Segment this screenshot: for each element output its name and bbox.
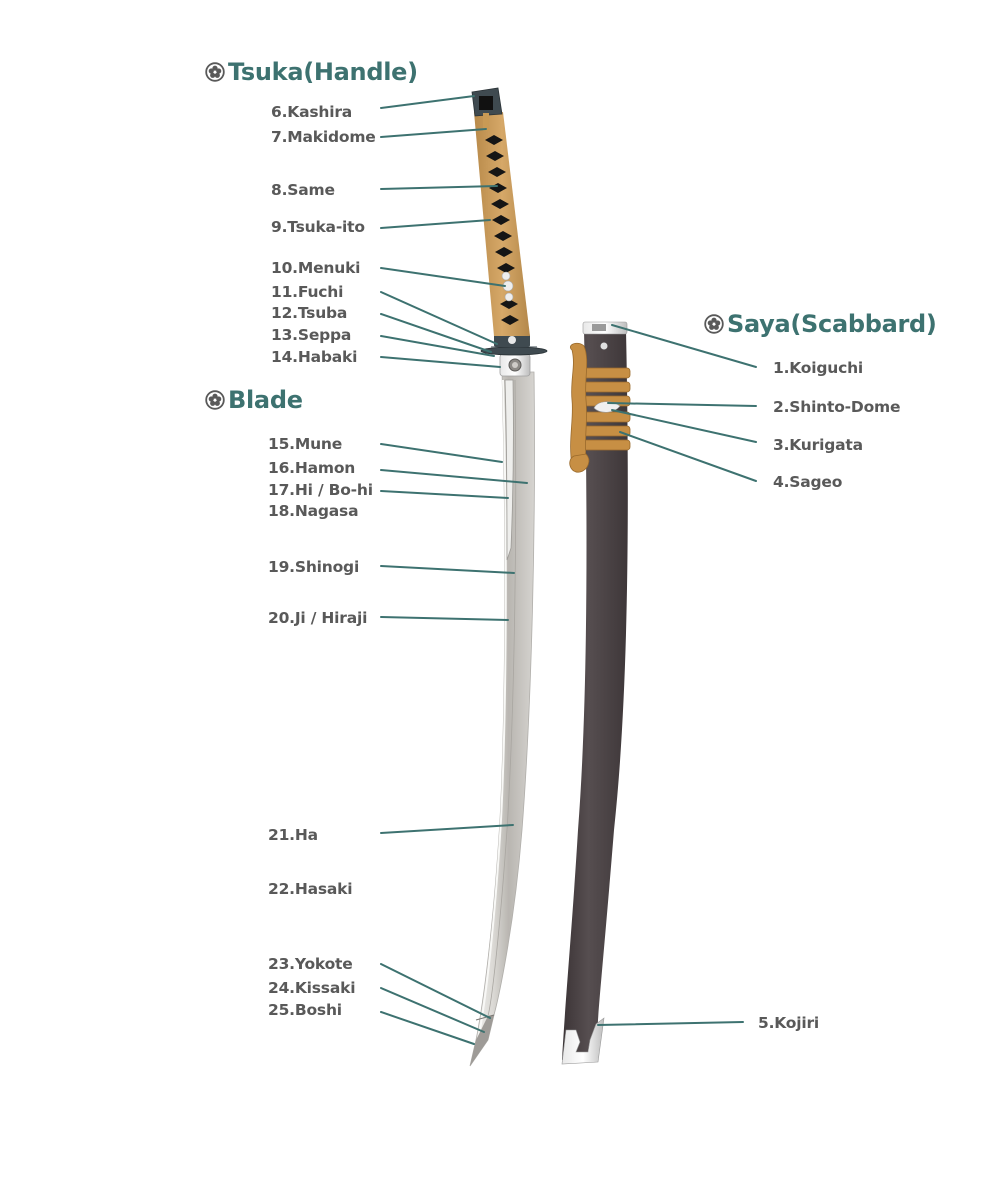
leader-hi — [380, 490, 509, 499]
label-habaki: 14.Habaki — [271, 348, 358, 366]
label-hi-bohi: 17.Hi / Bo-hi — [268, 481, 373, 499]
leader-hamon — [380, 469, 528, 484]
label-koiguchi: 1.Koiguchi — [773, 359, 864, 377]
section-title-text: Blade — [228, 386, 303, 414]
mon-crest-icon — [205, 390, 225, 410]
label-kojiri: 5.Kojiri — [758, 1014, 820, 1032]
label-kashira: 6.Kashira — [271, 103, 353, 121]
label-hasaki: 22.Hasaki — [268, 880, 353, 898]
leader-kashira — [380, 95, 475, 109]
label-nagasa: 18.Nagasa — [268, 502, 359, 520]
section-title-text: Tsuka(Handle) — [228, 58, 418, 86]
leader-tsuba — [380, 313, 492, 353]
leader-tsuka-ito — [380, 219, 491, 229]
section-title-text: Saya(Scabbard) — [727, 310, 937, 338]
leader-mune — [380, 443, 503, 463]
label-tsuka-ito: 9.Tsuka-ito — [271, 218, 365, 236]
label-ha: 21.Ha — [268, 826, 318, 844]
section-title-saya: Saya(Scabbard) — [704, 310, 937, 338]
label-seppa: 13.Seppa — [271, 326, 352, 344]
leader-makidome — [380, 128, 487, 138]
leader-kissaki — [380, 987, 485, 1033]
leader-same — [380, 185, 498, 190]
shinogi-line — [487, 379, 517, 1017]
leader-menuki — [380, 267, 506, 287]
label-makidome: 7.Makidome — [271, 128, 376, 146]
label-kurigata: 3.Kurigata — [773, 436, 863, 454]
kojiri — [561, 1017, 605, 1065]
leader-ji — [380, 616, 509, 621]
leader-yokote — [380, 963, 491, 1019]
leader-kurigata — [611, 409, 757, 443]
leader-lines — [380, 95, 757, 1045]
scabbard — [561, 321, 631, 1065]
section-title-blade: Blade — [205, 386, 303, 414]
kissaki-tip — [470, 1015, 494, 1066]
label-shinto-dome: 2.Shinto-Dome — [773, 398, 901, 416]
label-menuki: 10.Menuki — [271, 259, 361, 277]
label-fuchi: 11.Fuchi — [271, 283, 344, 301]
mune-edge — [477, 379, 507, 1041]
label-same: 8.Same — [271, 181, 335, 199]
label-kissaki: 24.Kissaki — [268, 979, 356, 997]
leader-shinto-dome — [607, 402, 757, 407]
bohi-groove — [504, 379, 514, 561]
leader-kojiri — [597, 1021, 744, 1026]
label-boshi: 25.Boshi — [268, 1001, 342, 1019]
label-tsuba: 12.Tsuba — [271, 304, 348, 322]
mon-crest-icon — [205, 62, 225, 82]
label-mune: 15.Mune — [268, 435, 343, 453]
label-hamon: 16.Hamon — [268, 459, 356, 477]
saya-body — [562, 330, 628, 1060]
leader-ha — [380, 824, 514, 834]
leader-habaki — [380, 356, 501, 368]
menuki — [501, 271, 514, 302]
sageo-cord — [569, 342, 631, 473]
label-ji-hiraji: 20.Ji / Hiraji — [268, 609, 368, 627]
sword — [469, 87, 548, 1067]
label-shinogi: 19.Shinogi — [268, 558, 360, 576]
mon-crest-icon — [704, 314, 724, 334]
leader-shinogi — [380, 565, 515, 574]
leader-fuchi — [380, 291, 498, 345]
leader-koiguchi — [611, 324, 757, 368]
label-sageo: 4.Sageo — [773, 473, 843, 491]
leader-boshi — [380, 1011, 475, 1045]
section-title-tsuka: Tsuka(Handle) — [205, 58, 418, 86]
leader-sageo — [619, 431, 757, 482]
label-yokote: 23.Yokote — [268, 955, 353, 973]
leader-seppa — [380, 335, 495, 357]
same-diamonds — [485, 135, 519, 325]
blade-body — [469, 371, 535, 1067]
